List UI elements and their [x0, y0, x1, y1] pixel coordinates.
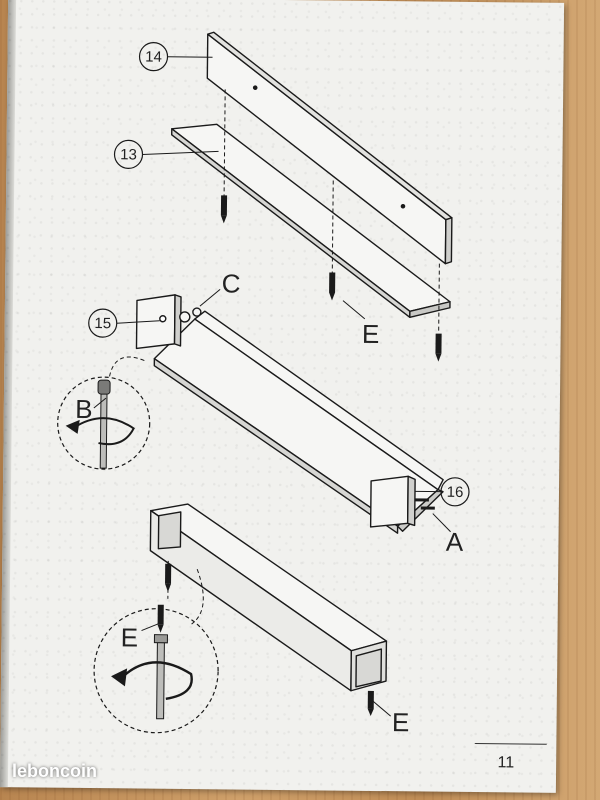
letter-e-top: E	[362, 319, 380, 349]
box-shelf-assembly	[149, 503, 388, 692]
rotate-arrow-icon	[111, 661, 193, 700]
back-panel-14	[206, 31, 453, 265]
callout-circle-14	[138, 42, 169, 72]
callout-15-label: 15	[94, 315, 111, 332]
callout-14-label: 14	[145, 49, 162, 66]
letter-e-bottom: E	[392, 707, 410, 737]
instruction-sheet: 14 13 15 16 C E B A E E 11	[0, 0, 565, 793]
screw-icon	[220, 195, 228, 224]
callout-circle-13	[113, 139, 144, 169]
cam-fitting-c	[179, 307, 202, 323]
side-panel-15	[135, 294, 182, 350]
watermark-logo: leboncoin	[12, 761, 97, 781]
letter-a: A	[446, 527, 464, 557]
screwdriver-icon	[153, 634, 168, 720]
callout-circle-15	[88, 308, 118, 338]
callout-circles	[88, 42, 470, 507]
dowels-a	[414, 498, 435, 510]
screws-e-bottom	[165, 563, 374, 716]
callout-13-label: 13	[120, 146, 137, 163]
assembly-drawing: 14 13 15 16 C E B A E E	[57, 31, 470, 737]
screw-guide-lines	[223, 89, 440, 332]
callout-circle-16	[440, 477, 470, 507]
letter-c: C	[222, 268, 241, 298]
detail-circle-b	[57, 356, 151, 470]
shelf-board-13	[171, 123, 451, 319]
letter-b: B	[75, 394, 93, 424]
screw-icon	[435, 333, 442, 362]
screw-icon	[165, 563, 172, 592]
detail-circle-e	[93, 568, 219, 734]
rotate-arrow-icon	[65, 417, 135, 446]
page-number: 11	[497, 754, 515, 772]
screw-icon	[367, 690, 374, 716]
screw-icon	[157, 604, 164, 633]
side-panel-16	[369, 475, 416, 528]
letter-e-left: E	[121, 622, 139, 652]
leader-lines	[93, 56, 451, 717]
screwdriver-icon	[97, 379, 111, 469]
callout-16-label: 16	[447, 484, 464, 501]
screws-e-top	[220, 195, 442, 362]
screw-icon	[329, 272, 336, 301]
